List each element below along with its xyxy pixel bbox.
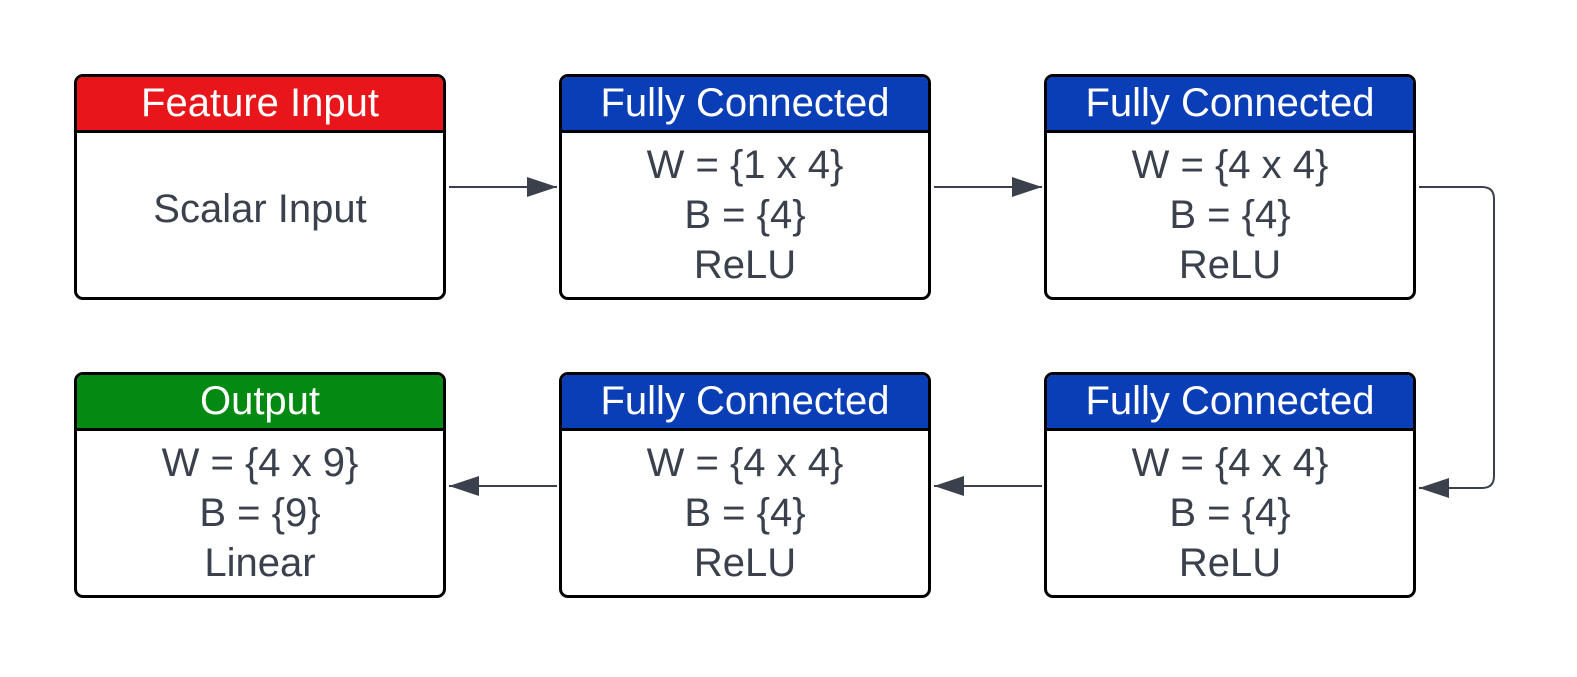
node-line: W = {1 x 4} [646, 143, 844, 187]
node-title: Fully Connected [1047, 77, 1413, 133]
node-line: W = {4 x 4} [646, 441, 844, 485]
node-line: B = {9} [199, 491, 321, 535]
node-fully-connected-3: Fully Connected W = {4 x 4} B = {4} ReLU [1044, 372, 1416, 598]
edge-fc2-to-fc3 [1419, 186, 1495, 498]
node-body: Scalar Input [77, 133, 443, 297]
node-fully-connected-2: Fully Connected W = {4 x 4} B = {4} ReLU [1044, 74, 1416, 300]
node-line: B = {4} [684, 491, 806, 535]
node-line: ReLU [1178, 541, 1282, 585]
node-feature-input: Feature Input Scalar Input [74, 74, 446, 300]
node-output: Output W = {4 x 9} B = {9} Linear [74, 372, 446, 598]
node-line: Linear [204, 541, 316, 585]
node-title: Fully Connected [562, 77, 928, 133]
node-line: B = {4} [1169, 193, 1291, 237]
node-line: Scalar Input [153, 187, 367, 231]
node-body: W = {4 x 4} B = {4} ReLU [1047, 133, 1413, 297]
node-title: Fully Connected [562, 375, 928, 431]
node-line: W = {4 x 9} [161, 441, 359, 485]
node-title: Feature Input [77, 77, 443, 133]
node-fully-connected-4: Fully Connected W = {4 x 4} B = {4} ReLU [559, 372, 931, 598]
node-line: ReLU [1178, 243, 1282, 287]
node-body: W = {4 x 4} B = {4} ReLU [562, 431, 928, 595]
node-body: W = {4 x 4} B = {4} ReLU [1047, 431, 1413, 595]
node-body: W = {4 x 9} B = {9} Linear [77, 431, 443, 595]
node-line: B = {4} [1169, 491, 1291, 535]
node-body: W = {1 x 4} B = {4} ReLU [562, 133, 928, 297]
node-title: Output [77, 375, 443, 431]
node-title: Fully Connected [1047, 375, 1413, 431]
node-line: ReLU [693, 243, 797, 287]
node-line: ReLU [693, 541, 797, 585]
node-line: W = {4 x 4} [1131, 441, 1329, 485]
node-line: B = {4} [684, 193, 806, 237]
node-line: W = {4 x 4} [1131, 143, 1329, 187]
node-fully-connected-1: Fully Connected W = {1 x 4} B = {4} ReLU [559, 74, 931, 300]
